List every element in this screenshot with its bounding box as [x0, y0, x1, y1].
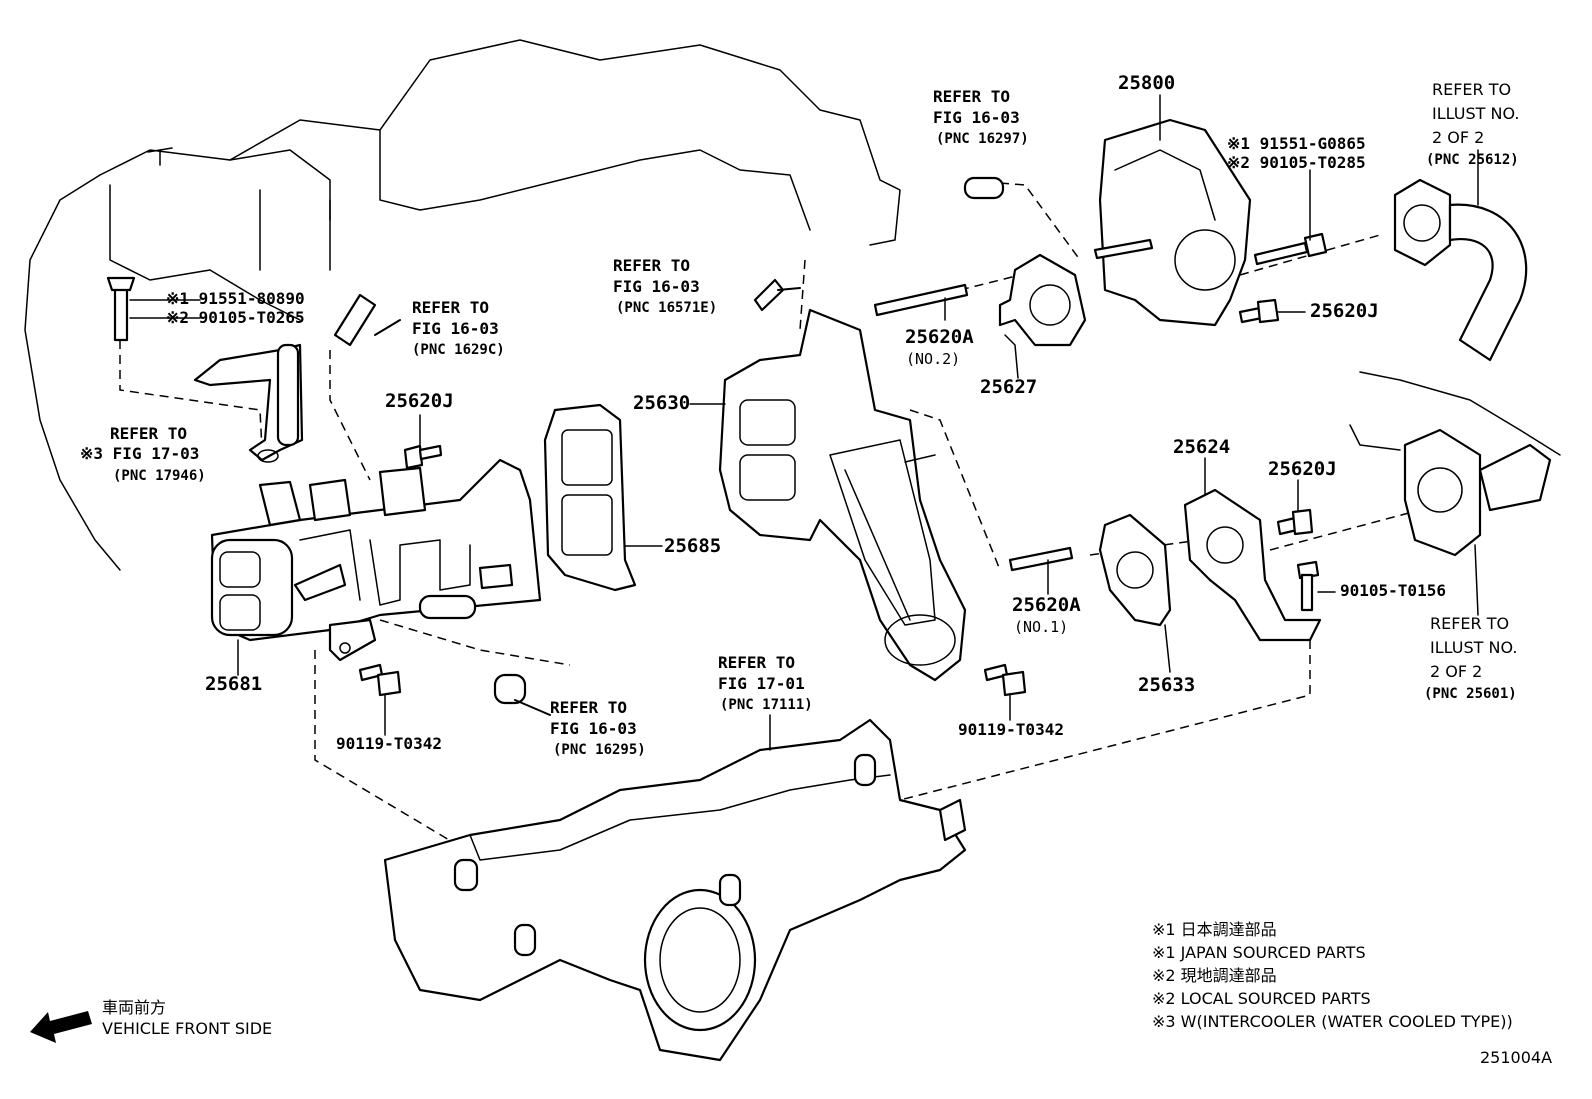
ref-16571e-pnc: (PNC 16571E) — [616, 300, 718, 316]
stud-25620a-no2 — [873, 283, 969, 317]
ref-1629c-line1: REFER TO — [412, 298, 490, 317]
label-90119-t0342-right[interactable]: 90119-T0342 — [958, 720, 1064, 739]
figure-code: 251004A — [1480, 1048, 1553, 1067]
note-local-sourced-jp: ※2 現地調達部品 — [1152, 966, 1277, 985]
label-25627[interactable]: 25627 — [980, 376, 1038, 398]
ref-1629c-pnc: (PNC 1629C) — [412, 342, 505, 358]
ref-25612-pnc: (PNC 25612) — [1426, 152, 1519, 168]
vehicle-front-jp: 車両前方 — [102, 998, 167, 1017]
bolt-25620j-left — [403, 444, 443, 470]
ref-25601-pnc: (PNC 25601) — [1424, 686, 1517, 702]
ref-16295-pnc: (PNC 16295) — [553, 742, 646, 758]
ref-1629c-line2[interactable]: FIG 16-03 — [412, 319, 499, 338]
label-90105-t0156[interactable]: 90105-T0156 — [1340, 581, 1446, 600]
leader-lines — [129, 94, 1479, 751]
label-25630[interactable]: 25630 — [633, 392, 691, 414]
label-90119-t0342-left[interactable]: 90119-T0342 — [336, 734, 442, 753]
gasket-25685 — [543, 403, 637, 592]
label-25620j-right[interactable]: 25620J — [1268, 458, 1337, 480]
ref-16571e-line1: REFER TO — [613, 256, 691, 275]
ref-25601-line2[interactable]: ILLUST NO. — [1430, 638, 1518, 657]
bolt-25620j-top — [1238, 298, 1280, 324]
gasket-25633 — [1098, 513, 1172, 627]
ref-16295-line2[interactable]: FIG 16-03 — [550, 719, 637, 738]
bolt-25620j-right — [1276, 508, 1314, 536]
ref-16295-line1: REFER TO — [550, 698, 628, 717]
label-25685[interactable]: 25685 — [664, 535, 722, 557]
egr-valve-25630 — [718, 308, 967, 682]
egr-cooler-25681 — [210, 458, 542, 662]
pipe-flange-top-right — [1393, 178, 1528, 362]
ref-25601-line1: REFER TO — [1430, 614, 1510, 633]
ref-17946-line1: REFER TO — [110, 424, 188, 443]
label-25620j-left[interactable]: 25620J — [385, 390, 454, 412]
label-bolt-top-right-1[interactable]: ※1 91551-G0865 — [1227, 134, 1366, 153]
label-25620a-no2[interactable]: 25620A — [905, 326, 974, 348]
ref-16297-line1: REFER TO — [933, 87, 1011, 106]
ref-25612-line2[interactable]: ILLUST NO. — [1432, 104, 1520, 123]
engine-block-outline — [24, 39, 1561, 571]
bolt-top-right — [1253, 232, 1328, 266]
note-jp-sourced-en: ※1 JAPAN SOURCED PARTS — [1152, 943, 1366, 962]
label-25624[interactable]: 25624 — [1173, 436, 1231, 458]
arrow-left-down-icon — [30, 1011, 92, 1043]
label-25633[interactable]: 25633 — [1138, 674, 1196, 696]
label-25620a-no2-sub: (NO.2) — [906, 350, 961, 368]
note-jp-sourced-jp: ※1 日本調達部品 — [1152, 920, 1277, 939]
pipe-flange-right — [1403, 428, 1552, 557]
note-intercooler: ※3 W(INTERCOOLER (WATER COOLED TYPE)) — [1152, 1012, 1513, 1031]
label-bolt-top-left-2[interactable]: ※2 90105-T0265 — [166, 308, 305, 327]
bolts-90119-t0342 — [358, 663, 1027, 697]
ref-16297-line2[interactable]: FIG 16-03 — [933, 108, 1020, 127]
ref-17111-line2[interactable]: FIG 17-01 — [718, 674, 805, 693]
ref-17111-pnc: (PNC 17111) — [720, 697, 813, 713]
ref-25612-line1: REFER TO — [1432, 80, 1512, 99]
ref-16297-pnc: (PNC 16297) — [936, 131, 1029, 147]
ref-25612-line3: 2 OF 2 — [1432, 128, 1485, 147]
gasket-25624 — [1183, 488, 1322, 642]
ref-17111-line1: REFER TO — [718, 653, 796, 672]
intake-manifold — [383, 718, 967, 1062]
gasket-25627 — [998, 253, 1087, 347]
ref-25601-line3: 2 OF 2 — [1430, 662, 1483, 681]
stud-25620a-no1 — [1008, 546, 1074, 572]
bolt-90105-t0156 — [1296, 560, 1320, 612]
label-25800[interactable]: 25800 — [1118, 72, 1176, 94]
label-25681[interactable]: 25681 — [205, 673, 263, 695]
vehicle-front-en: VEHICLE FRONT SIDE — [102, 1019, 273, 1038]
ref-16571e-line2[interactable]: FIG 16-03 — [613, 277, 700, 296]
pipe-stubs — [333, 176, 1005, 716]
label-25620a-no1-sub: (NO.1) — [1014, 618, 1069, 636]
egr-actuator-25800 — [1093, 118, 1252, 327]
bracket-top-left — [106, 276, 304, 463]
label-25620a-no1[interactable]: 25620A — [1012, 594, 1081, 616]
label-25620j-top[interactable]: 25620J — [1310, 300, 1379, 322]
label-bolt-top-left-1[interactable]: ※1 91551-80890 — [166, 289, 305, 308]
label-bolt-top-right-2[interactable]: ※2 90105-T0285 — [1227, 153, 1366, 172]
ref-17946-pnc: (PNC 17946) — [113, 468, 206, 484]
note-local-sourced-en: ※2 LOCAL SOURCED PARTS — [1152, 989, 1371, 1008]
ref-17946-line2[interactable]: ※3 FIG 17-03 — [80, 444, 200, 463]
